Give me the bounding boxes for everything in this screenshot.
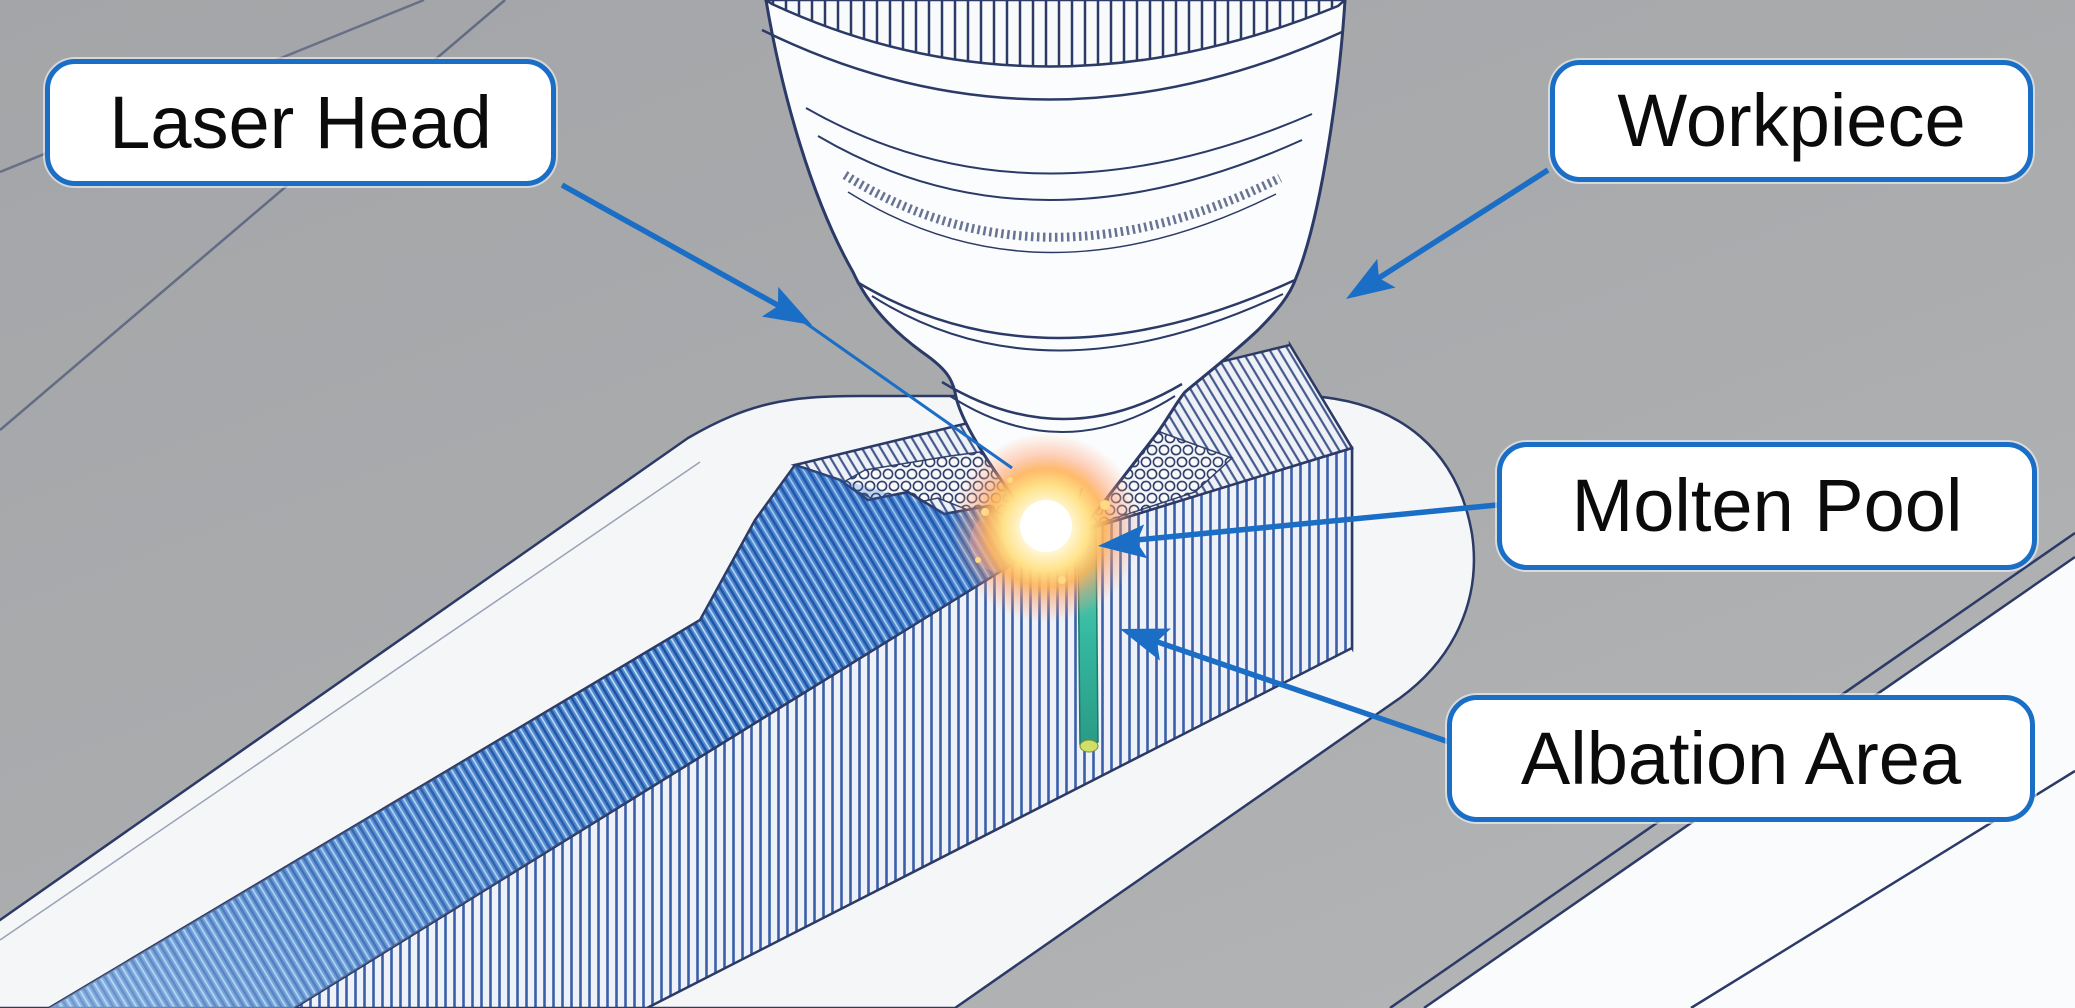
head-rim-arc xyxy=(761,28,1343,101)
head-seam-arc-1 xyxy=(805,107,1313,175)
head-knurl-edge xyxy=(847,191,1277,254)
workpiece-arrow xyxy=(1336,167,1550,314)
molten-pool-spark xyxy=(951,433,1141,623)
callout-albation-area: Albation Area xyxy=(1447,695,2035,822)
leader-arrowhead-icon xyxy=(1336,258,1396,314)
callout-molten-pool-label: Molten Pool xyxy=(1571,464,1963,547)
head-seam-arc-2 xyxy=(817,135,1303,201)
laser-head-arrow xyxy=(560,182,1013,470)
slot-inner-seam xyxy=(0,461,701,941)
callout-workpiece: Workpiece xyxy=(1550,60,2033,182)
callout-laser-head: Laser Head xyxy=(45,59,556,186)
nozzle-collar-arc-2 xyxy=(949,395,1176,433)
molten-pool-arrow xyxy=(1096,502,1498,563)
callout-albation-area-label: Albation Area xyxy=(1520,716,1962,800)
callout-molten-pool: Molten Pool xyxy=(1497,442,2037,570)
head-knurl-band xyxy=(842,171,1283,242)
albation-area-arrow xyxy=(1114,612,1450,745)
head-lower-rim-1 xyxy=(856,278,1296,340)
nozzle-collar-arc-1 xyxy=(941,380,1183,421)
leader-arrowhead-icon xyxy=(761,286,821,340)
spark-core xyxy=(1020,500,1072,552)
ablated-surface-sheen xyxy=(49,465,1048,1008)
laser-head-illustration xyxy=(761,0,1347,547)
leader-arrows xyxy=(560,167,1550,745)
groove-tip-glow xyxy=(1079,739,1099,753)
callout-laser-head-label: Laser Head xyxy=(109,80,492,164)
laser-head-top-opening xyxy=(763,0,1347,68)
head-lower-rim-2 xyxy=(871,293,1284,352)
callout-workpiece-label: Workpiece xyxy=(1617,79,1966,162)
